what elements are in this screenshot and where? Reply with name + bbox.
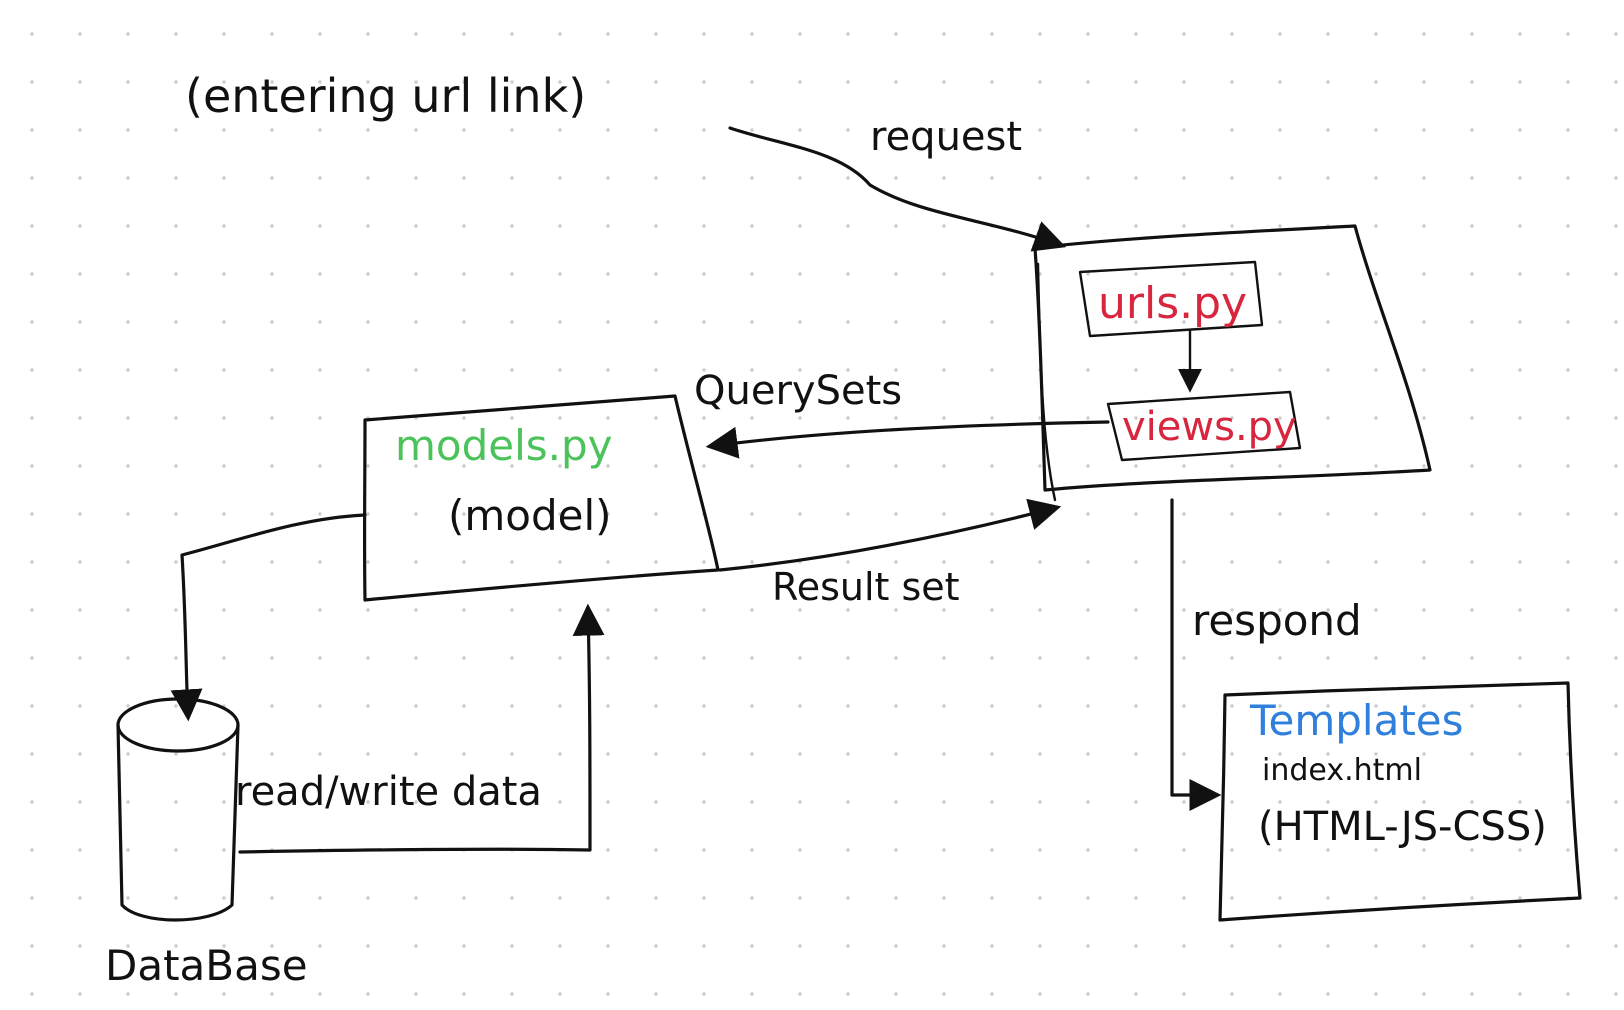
read-write-label: read/write data <box>235 769 542 815</box>
model-label: (model) <box>448 491 612 540</box>
index-label: index.html <box>1262 753 1422 788</box>
models-to-db-arrow <box>170 513 367 722</box>
urls-box <box>1078 260 1264 338</box>
server-box <box>1033 224 1432 492</box>
views-label: views.py <box>1122 404 1297 450</box>
models-label: models.py <box>395 421 613 470</box>
respond-arrow <box>1170 498 1222 811</box>
html-js-css-label: (HTML-JS-CSS) <box>1258 804 1547 850</box>
result-set-arrow <box>718 498 1062 572</box>
querysets-arrow <box>705 420 1110 459</box>
urls-label: urls.py <box>1098 278 1247 329</box>
db-to-models-arrow <box>238 603 605 854</box>
request-label: request <box>870 114 1022 160</box>
respond-label: respond <box>1192 596 1362 645</box>
database-cylinder <box>116 697 240 922</box>
request-arrow <box>728 126 1067 252</box>
querysets-label: QuerySets <box>694 368 902 414</box>
database-label: DataBase <box>105 941 308 990</box>
templates-label: Templates <box>1249 696 1464 745</box>
entering-url-label: (entering url link) <box>185 69 586 123</box>
server-connector <box>1036 262 1057 502</box>
templates-box <box>1218 681 1582 922</box>
views-box <box>1106 390 1302 462</box>
models-box <box>362 394 720 602</box>
result-set-label: Result set <box>772 565 960 609</box>
